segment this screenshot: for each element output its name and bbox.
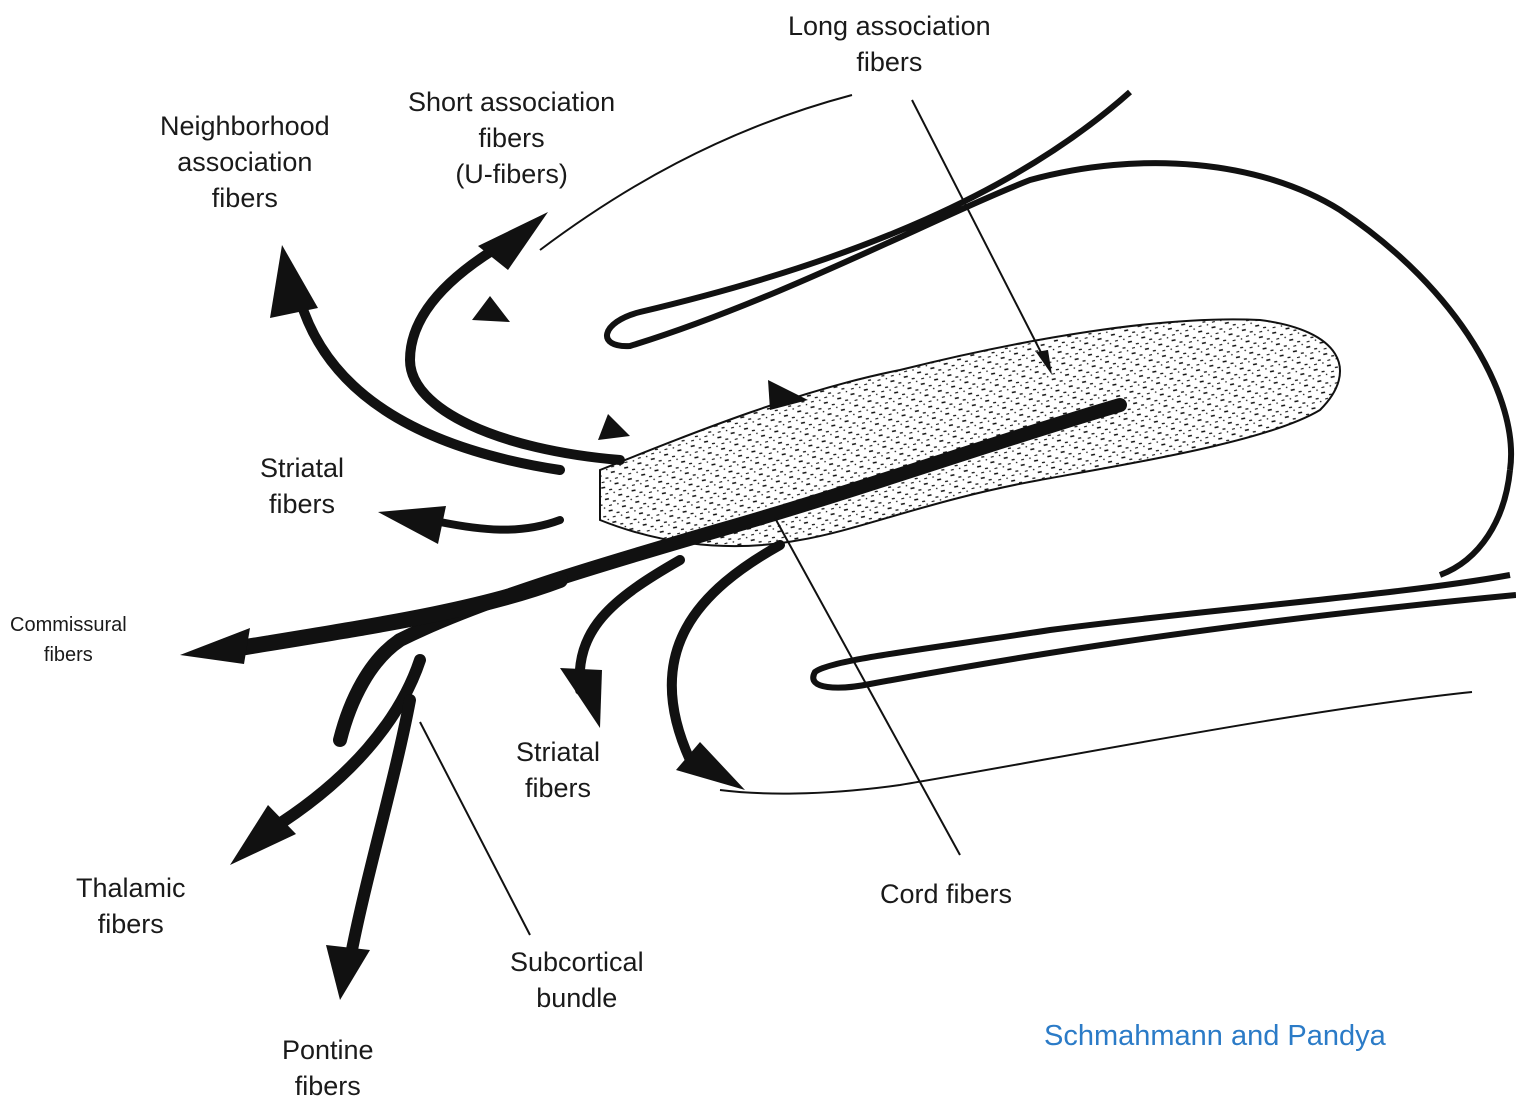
cord-fibers-leader (775, 518, 960, 855)
long-association-label: Long association fibers (788, 8, 991, 80)
striatal-upper-label: Striatal fibers (260, 450, 344, 522)
u-fiber-tract (410, 240, 620, 460)
commissural-arrowhead (180, 628, 250, 664)
striatal-upper-tract (440, 520, 560, 530)
thalamic-label: Thalamic fibers (76, 870, 186, 942)
cord-fibers-label: Cord fibers (880, 876, 1012, 912)
striatal-lower-label: Striatal fibers (516, 734, 600, 806)
lower-gyrus-outline (813, 575, 1516, 688)
bottom-sulcus-outline (720, 692, 1472, 794)
small-arrowhead-1 (472, 296, 510, 322)
short-association-label: Short association fibers (U-fibers) (408, 84, 615, 192)
subcortical-label: Subcortical bundle (510, 944, 644, 1016)
striatal-upper-arrowhead (378, 506, 446, 544)
pontine-arrowhead (326, 945, 370, 1000)
long-association-leader (912, 100, 1050, 370)
neighborhood-association-label: Neighborhood association fibers (160, 108, 330, 216)
cord-fiber-tract (672, 545, 780, 760)
source-credit: Schmahmann and Pandya (1044, 1018, 1386, 1054)
neighborhood-arrowhead (270, 245, 318, 318)
white-matter-core (600, 319, 1340, 546)
u-fiber-arrowhead (478, 212, 548, 270)
subcortical-leader (420, 722, 530, 935)
commissural-label: Commissural fibers (10, 610, 127, 670)
pontine-label: Pontine fibers (282, 1032, 374, 1104)
small-arrowhead-2 (598, 414, 630, 440)
right-gyrus-outline (1440, 470, 1510, 575)
striatal-lower-arrowhead (560, 668, 602, 728)
